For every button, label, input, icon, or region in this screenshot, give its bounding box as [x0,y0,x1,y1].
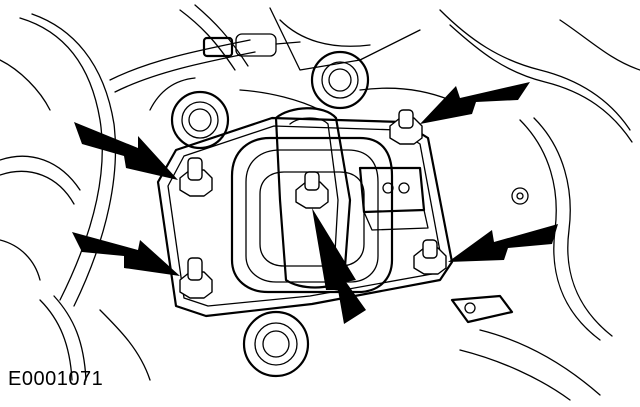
lower-boss [242,310,310,378]
callout-arrow-center [312,208,366,324]
figure-id-label: E0001071 [8,368,104,390]
callout-arrow-lower-left [72,232,180,276]
stud-nut-center [295,171,329,209]
upper-left-boss [170,90,230,150]
callout-arrow-upper-right [420,82,530,124]
stud-nut-upper-right [389,109,423,145]
callout-arrow-upper-left [74,122,178,180]
callout-arrow-lower-right [448,224,558,262]
slotted-block [358,166,429,231]
stud-nut-lower-left [179,257,213,299]
lower-right-bracket [450,187,529,324]
upper-center-boss [310,50,370,110]
stud-nut-lower-right [413,239,447,275]
stud-nut-upper-left [179,157,213,197]
background-hoses [0,4,640,401]
rubber-isolator [230,136,394,294]
hose-connector [202,33,301,58]
